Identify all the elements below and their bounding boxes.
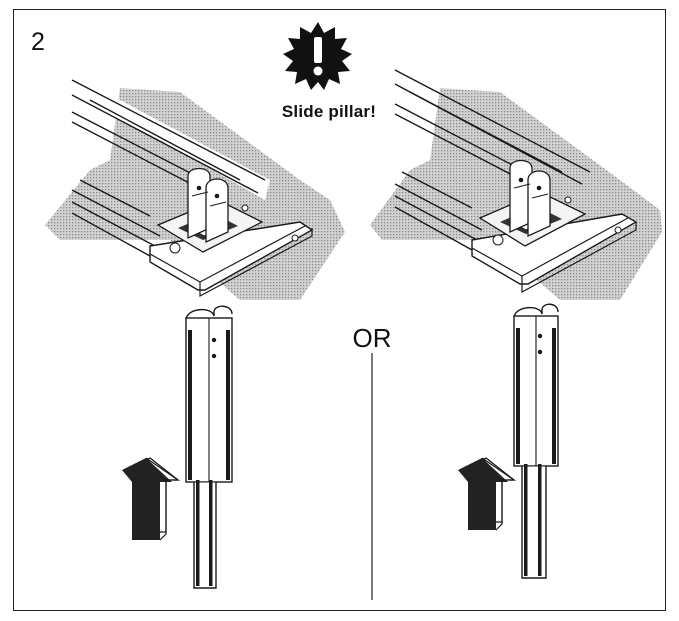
left-pillar (185, 305, 233, 589)
right-frame-assembly (370, 69, 662, 300)
instruction-panel-frame (13, 9, 666, 611)
exclamation-burst-icon (283, 22, 352, 90)
right-pillar (513, 303, 559, 579)
right-up-arrow-icon (458, 457, 516, 531)
warning-text: Slide pillar! (281, 102, 377, 121)
or-separator-label: OR (352, 323, 392, 353)
left-up-arrow-icon (122, 457, 180, 541)
step-number: 2 (31, 28, 45, 56)
left-frame-assembly (45, 76, 345, 300)
